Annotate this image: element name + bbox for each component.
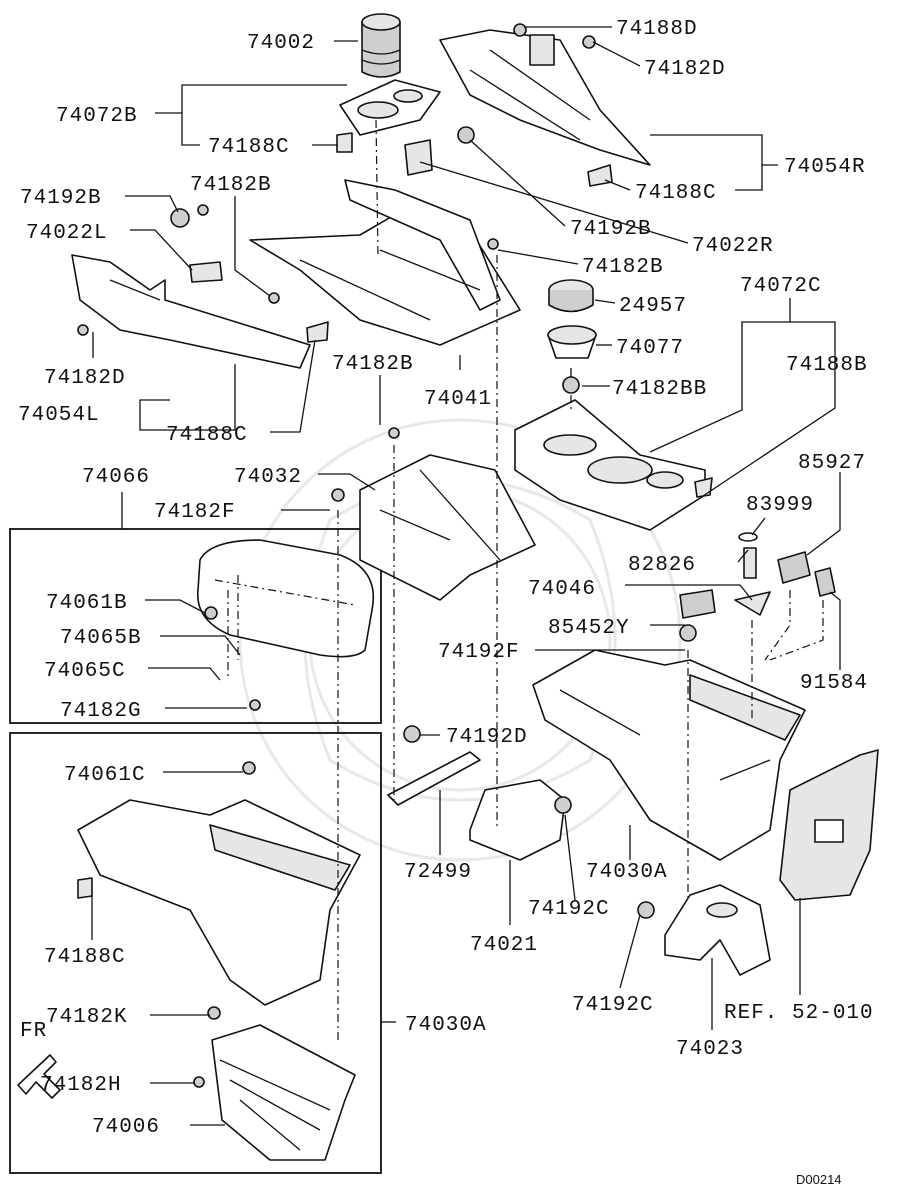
part-74041 (249, 179, 521, 346)
part-74054R (439, 29, 651, 166)
label-74192F: 74192F (438, 641, 520, 664)
label-74022R: 74022R (692, 235, 774, 258)
label-74046: 74046 (528, 578, 596, 601)
label-74023: 74023 (676, 1038, 744, 1061)
label-74054L: 74054L (18, 404, 100, 427)
label-74030A-box: 74030A (405, 1014, 487, 1037)
label-74182BB: 74182BB (612, 378, 707, 401)
label-74188B: 74188B (786, 354, 868, 377)
label-72499: 72499 (404, 861, 472, 884)
part-91584 (814, 567, 836, 597)
label-74182D-left: 74182D (44, 367, 126, 390)
part-85927 (777, 551, 811, 584)
label-74182K: 74182K (46, 1006, 128, 1029)
front-direction-arrow: FR (17, 1020, 61, 1099)
label-24957: 24957 (619, 295, 687, 318)
part-74002 (361, 13, 401, 78)
part-72499 (387, 751, 481, 806)
part-74030A-boxed (77, 799, 361, 1006)
label-74188D: 74188D (616, 18, 698, 41)
label-74032: 74032 (234, 466, 302, 489)
label-74182H: 74182H (40, 1074, 122, 1097)
fr-label: FR (20, 1020, 47, 1043)
label-74030A-mid: 74030A (586, 861, 668, 884)
label-74192D: 74192D (446, 726, 528, 749)
label-74065C: 74065C (44, 660, 126, 683)
label-74077: 74077 (616, 337, 684, 360)
label-74061B: 74061B (46, 592, 128, 615)
label-74192C-mid: 74192C (528, 898, 610, 921)
part-74021 (469, 779, 566, 861)
part-74054L (71, 254, 311, 369)
label-74072C: 74072C (740, 275, 822, 298)
part-74023 (664, 884, 771, 976)
label-74072B: 74072B (56, 105, 138, 128)
part-85452Y (679, 589, 716, 619)
diagram-code: D00214 (796, 1172, 842, 1187)
label-83999: 83999 (746, 494, 814, 517)
part-74046 (734, 591, 771, 616)
console-group-box (9, 732, 382, 1174)
label-74188C-bottom: 74188C (44, 946, 126, 969)
label-74182D-top: 74182D (644, 58, 726, 81)
label-74182F: 74182F (154, 501, 236, 524)
label-74182B-mid: 74182B (582, 256, 664, 279)
part-74022L (189, 261, 223, 283)
part-74006 (211, 1024, 356, 1161)
label-91584: 91584 (800, 672, 868, 695)
label-74192B-mid: 74192B (570, 218, 652, 241)
part-83999 (743, 547, 757, 579)
label-74002: 74002 (247, 32, 315, 55)
part-74072C (514, 399, 706, 531)
label-74182B-center: 74182B (332, 353, 414, 376)
label-74022L: 74022L (26, 222, 108, 245)
part-74022R (404, 139, 433, 176)
label-74188C-left: 74188C (166, 424, 248, 447)
part-74072B (339, 79, 441, 136)
label-74188C-right: 74188C (635, 182, 717, 205)
label-85927: 85927 (798, 452, 866, 475)
label-82826: 82826 (628, 554, 696, 577)
part-82826 (738, 532, 758, 542)
part-74066 (197, 539, 374, 658)
part-ref-52-010 (779, 749, 879, 901)
label-74041: 74041 (424, 388, 492, 411)
part-74077 (547, 325, 597, 359)
label-74006: 74006 (92, 1116, 160, 1139)
part-labels: 74002 74188D 74182D 74072B 74188C 74054R… (18, 18, 874, 1187)
assembly-lines (227, 119, 824, 1040)
label-74182B-left: 74182B (190, 174, 272, 197)
part-74030A-main (532, 649, 806, 861)
leader-lines (91, 26, 841, 1126)
part-74032 (359, 454, 536, 601)
part-24957 (548, 279, 594, 313)
label-74021: 74021 (470, 934, 538, 957)
label-74065B: 74065B (60, 627, 142, 650)
label-ref-52-010: REF. 52-010 (724, 1002, 874, 1025)
label-74182G: 74182G (60, 700, 142, 723)
armrest-group-box (9, 528, 382, 724)
label-74054R: 74054R (784, 156, 866, 179)
label-74061C: 74061C (64, 764, 146, 787)
label-74188C-top: 74188C (208, 136, 290, 159)
part-74182BB (562, 368, 580, 394)
label-74192C-bottom: 74192C (572, 994, 654, 1017)
label-74066: 74066 (82, 466, 150, 489)
label-85452Y: 85452Y (548, 617, 630, 640)
label-74192B-left: 74192B (20, 187, 102, 210)
